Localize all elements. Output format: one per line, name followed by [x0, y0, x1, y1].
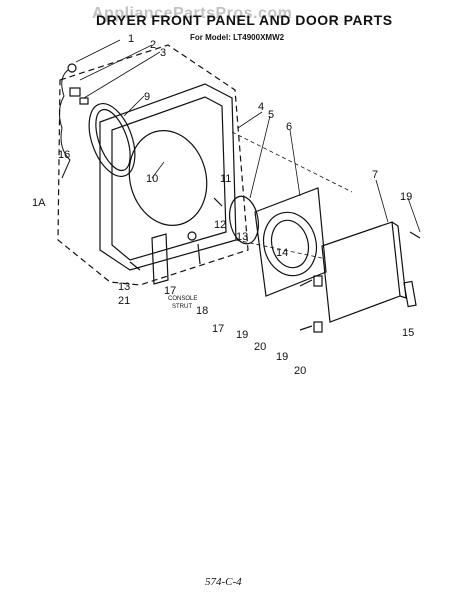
callout-17-strut: 17 — [164, 285, 176, 297]
callout-14: 14 — [276, 247, 288, 259]
callout-1: 1 — [128, 33, 134, 45]
switch-part — [69, 87, 81, 97]
callout-5: 5 — [268, 109, 274, 121]
seal-ring — [88, 103, 136, 177]
callout-19-mid: 19 — [236, 329, 248, 341]
hinge-screw-19b — [299, 325, 313, 331]
wire-harness — [58, 69, 71, 179]
callout-4: 4 — [258, 101, 264, 113]
switch-part-2 — [79, 97, 89, 105]
door-opening — [128, 130, 208, 226]
outer-door-edge — [391, 221, 407, 299]
projection-line-2 — [235, 239, 323, 259]
callout-2: 2 — [150, 39, 156, 51]
model-line: For Model: LT4900XMW2 — [190, 33, 285, 42]
hinge-17 — [187, 231, 197, 241]
callout-6: 6 — [286, 121, 292, 133]
hinge-bracket-20a — [313, 275, 323, 287]
callout-19-right: 19 — [400, 191, 412, 203]
callout-7: 7 — [372, 169, 378, 181]
hinge-bracket-20b — [313, 321, 323, 333]
diagram-title: DRYER FRONT PANEL AND DOOR PARTS — [96, 12, 393, 28]
callout-12: 12 — [214, 219, 226, 231]
callout-9: 9 — [144, 91, 150, 103]
callout-20-upper: 20 — [254, 341, 266, 353]
screw-12 — [213, 197, 223, 207]
outer-door — [321, 221, 401, 323]
callout-16: 16 — [58, 149, 70, 161]
callout-13-panel: 13 — [118, 281, 130, 293]
callout-13-door: 13 — [236, 231, 248, 243]
callout-17-hinge: 17 — [212, 323, 224, 335]
inner-door-window — [262, 211, 318, 277]
hinge-screw-19a — [299, 279, 313, 287]
console-strut — [151, 233, 169, 285]
watermark-text: AppliancePartsPros.com — [92, 5, 293, 22]
inner-door — [254, 187, 327, 297]
callout-10: 10 — [146, 173, 158, 185]
callout-15: 15 — [402, 327, 414, 339]
callout-18: 18 — [196, 305, 208, 317]
screw-18 — [197, 243, 201, 265]
assembly-boundary-dashed — [57, 44, 249, 286]
door-handle-15 — [403, 280, 417, 308]
footer-code: 574-C-4 — [205, 576, 242, 588]
console-label-line2: STRUT — [172, 304, 192, 310]
projection-line-1 — [231, 131, 353, 193]
screw-13-left — [129, 261, 141, 271]
callout-21: 21 — [118, 295, 130, 307]
callout-11: 11 — [220, 173, 231, 185]
hinge-screw-19c — [409, 231, 421, 239]
console-label-line1: CONSOLE — [168, 296, 197, 302]
harness-connector — [67, 63, 77, 73]
front-panel-inner — [111, 96, 227, 261]
callout-3: 3 — [160, 47, 166, 59]
callout-20-lower: 20 — [294, 365, 306, 377]
door-gasket-ring — [228, 195, 260, 245]
seal-ring-inner — [95, 108, 131, 172]
callout-1a: 1A — [32, 197, 46, 209]
inner-door-window-inner — [270, 219, 310, 269]
callout-19-low: 19 — [276, 351, 288, 363]
